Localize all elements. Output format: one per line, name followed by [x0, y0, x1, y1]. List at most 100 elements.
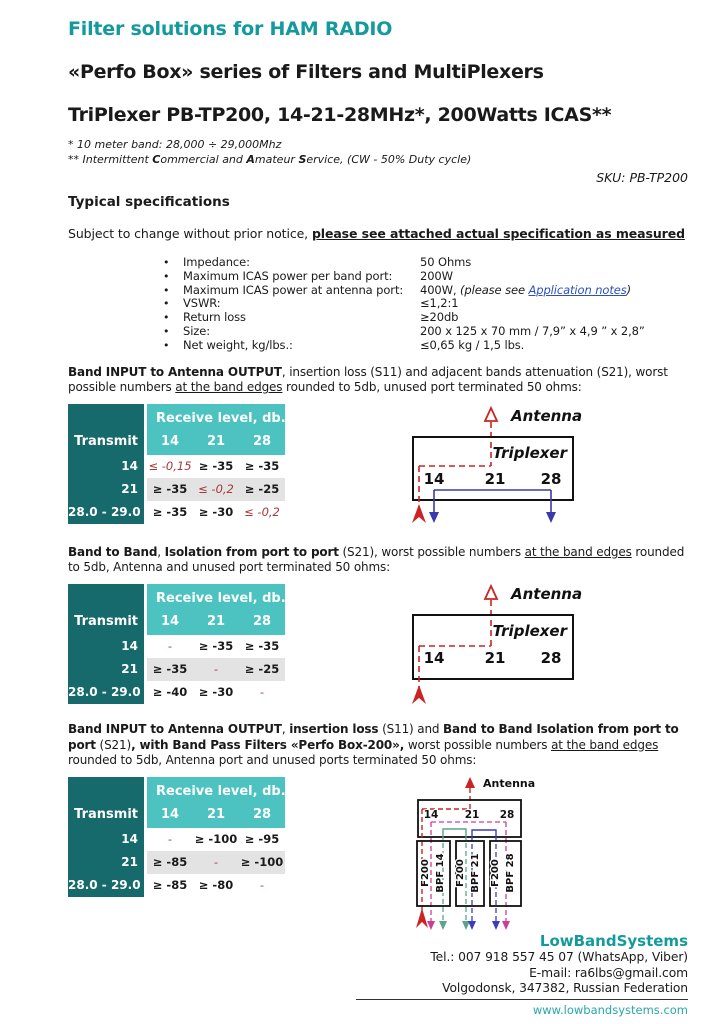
- svg-text:21: 21: [485, 470, 506, 488]
- triplexer-bpf-diagram-3: Antenna: [416, 776, 535, 930]
- receive-header: Receive level, db.:: [147, 403, 291, 431]
- antenna-arrow-icon: [465, 776, 475, 788]
- port14-out-arrow-icon: [429, 511, 439, 523]
- svg-text:14: 14: [424, 649, 445, 667]
- filter1-label: F200: [420, 859, 431, 887]
- spec-list: • Impedance: 50 Ohms • Maximum ICAS powe…: [68, 255, 688, 353]
- svg-text:21: 21: [465, 809, 480, 821]
- antenna-label: Antenna: [510, 585, 582, 603]
- spec-row-band-power: • Maximum ICAS power per band port: 200W: [163, 268, 453, 283]
- bullet-icon: •: [163, 283, 170, 297]
- table-row: ≥ -85 ≥ -80 -: [152, 877, 265, 892]
- bpf14-out-arrow-icon: [427, 920, 435, 930]
- product-title: TriPlexer PB-TP200, 14-21-28MHz*, 200Wat…: [68, 104, 612, 126]
- svg-text:21: 21: [485, 649, 506, 667]
- footer-contact-block: LowBandSystems Tel.: 007 918 557 45 07 (…: [356, 932, 688, 1017]
- change-notice: Subject to change without prior notice, …: [68, 226, 685, 241]
- row-label-14: 14: [121, 831, 138, 846]
- transmit-header: Transmit: [74, 613, 138, 629]
- application-notes-link[interactable]: Application notes: [528, 282, 627, 297]
- triplexer-diagram-2: Antenna Triplexer 14 21 28: [412, 583, 582, 704]
- bullet-icon: •: [163, 324, 170, 338]
- attenuation-table-1: Transmit 14 21 28.0 - 29.0 Receive level…: [68, 403, 291, 524]
- input-arrow-icon: [412, 684, 426, 704]
- spec-row-impedance: • Impedance: 50 Ohms: [163, 255, 472, 269]
- row-label-28: 28.0 - 29.0: [68, 684, 141, 699]
- blue-arrow-icon: [468, 920, 476, 930]
- section3-body: Transmit 14 21 28.0 - 29.0 Receive level…: [68, 776, 688, 936]
- filter3-bpf-label: BPF 28: [505, 853, 516, 892]
- bullet-icon: •: [163, 269, 170, 283]
- footnote-icas: ** Intermittent Commercial and Amateur S…: [68, 153, 472, 166]
- spec-row-vswr: • VSWR: ≤1,2:1: [163, 296, 459, 311]
- receive-header: Receive level, db.:: [147, 583, 291, 611]
- svg-text:28: 28: [541, 649, 562, 667]
- input-arrow-icon: [416, 907, 428, 928]
- port28-out-arrow-icon: [546, 511, 556, 523]
- filter2-bpf-label: BPF 21: [470, 853, 481, 892]
- section3-heading: Band INPUT to Antenna OUTPUT, insertion …: [68, 721, 679, 768]
- row-label-14: 14: [121, 458, 138, 473]
- transmit-header: Transmit: [74, 806, 138, 822]
- bullet-icon: •: [163, 311, 170, 325]
- phone-line: Tel.: 007 918 557 45 07 (WhatsApp, Viber…: [430, 950, 688, 964]
- antenna-arrow-icon: [483, 583, 499, 600]
- table-row: ≥ -35 ≥ -30 ≤ -0,2: [152, 504, 280, 519]
- bullet-icon: •: [163, 256, 170, 269]
- filter1-bpf-label: BPF 14: [435, 853, 446, 892]
- footnote-band: * 10 meter band: 28,000 ÷ 29,000Mhz: [68, 138, 282, 151]
- spec-row-size: • Size: 200 x 125 x 70 mm / 7,9” x 4,9 ”…: [163, 323, 645, 338]
- row-label-28: 28.0 - 29.0: [68, 877, 141, 892]
- antenna-label: Antenna: [483, 777, 535, 790]
- green-arrow-icon: [462, 920, 470, 930]
- input-arrow-icon: [412, 503, 426, 523]
- table-row: - ≥ -35 ≥ -35: [167, 638, 280, 653]
- svg-text:14: 14: [424, 470, 445, 488]
- website-link[interactable]: www.lowbandsystems.com: [532, 1002, 688, 1017]
- row-label-21: 21: [121, 854, 138, 869]
- triplexer-label: Triplexer: [493, 444, 569, 462]
- triplexer-label: Triplexer: [493, 622, 569, 640]
- antenna-arrow-icon: [483, 405, 499, 422]
- series-title: «Perfo Box» series of Filters and MultiP…: [68, 61, 544, 83]
- table-row: ≤ -0,15 ≥ -35 ≥ -35: [148, 458, 280, 473]
- email-line: E-mail: ra6lbs@gmail.com: [529, 965, 688, 980]
- sku-label: SKU: PB-TP200: [596, 170, 688, 185]
- table-row: ≥ -40 ≥ -30 -: [152, 684, 265, 699]
- spec-measured-emphasis: please see attached actual specification…: [311, 226, 685, 241]
- section2-body: Transmit 14 21 28.0 - 29.0 Receive level…: [68, 583, 688, 714]
- triplexer-diagram-1: Antenna Triplexer 14 21 28: [412, 405, 582, 523]
- blue-arrow-icon: [492, 920, 500, 930]
- green-arrow-icon: [439, 920, 447, 930]
- footer-divider: [356, 998, 688, 1000]
- bullet-icon: •: [163, 338, 170, 352]
- svg-text:14: 14: [424, 809, 439, 821]
- column-headers: 14 21 28: [147, 610, 285, 635]
- section1-heading: Band INPUT to Antenna OUTPUT, insertion …: [68, 364, 668, 395]
- address-line: Volgodonsk, 347382, Russian Federation: [442, 981, 688, 995]
- spec-row-return-loss: • Return loss ≥20db: [163, 310, 459, 325]
- row-label-21: 21: [121, 661, 138, 676]
- footnotes: * 10 meter band: 28,000 ÷ 29,000Mhz ** I…: [68, 137, 688, 167]
- isolation-table-2: Transmit 14 21 28.0 - 29.0 Receive level…: [68, 583, 291, 704]
- svg-text:28: 28: [541, 470, 562, 488]
- row-label-21: 21: [121, 481, 138, 496]
- brand-tagline: Filter solutions for HAM RADIO: [68, 18, 393, 40]
- filter2-label: F200: [455, 859, 466, 887]
- spec-row-weight: • Net weight, kg/lbs.: ≤0,65 kg / 1,5 lb…: [163, 337, 525, 352]
- row-label-14: 14: [121, 638, 138, 653]
- table-row: ≥ -85 - ≥ -100: [147, 850, 285, 874]
- section2-heading: Band to Band, Isolation from port to por…: [68, 544, 685, 575]
- section1-body: Transmit 14 21 28.0 - 29.0 Receive level…: [68, 403, 688, 542]
- specs-heading: Typical specifications: [68, 194, 230, 210]
- column-headers: 14 21 28: [147, 430, 285, 455]
- table-row: ≥ -35 - ≥ -25: [147, 657, 285, 681]
- transmit-header: Transmit: [74, 433, 138, 449]
- column-headers: 14 21 28: [147, 803, 285, 828]
- receive-header: Receive level, db.:: [147, 776, 291, 804]
- bpf28-out-arrow-icon: [502, 920, 510, 930]
- filter3-label: F200: [490, 859, 501, 887]
- bpf-table-3: Transmit 14 21 28.0 - 29.0 Receive level…: [68, 776, 291, 897]
- antenna-label: Antenna: [510, 407, 582, 425]
